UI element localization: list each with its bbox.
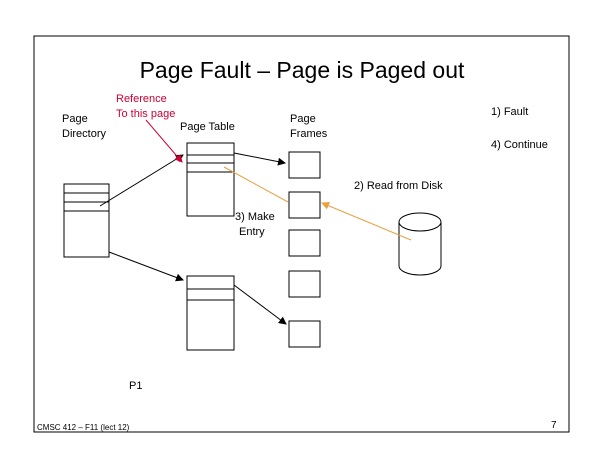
page-directory-label-line1: Page (62, 113, 88, 125)
page-frames (288, 151, 321, 348)
reference-label-line1: Reference (116, 93, 167, 105)
slide-title: Page Fault – Page is Paged out (140, 57, 465, 83)
step-make-entry-line2: Entry (239, 226, 265, 238)
reference-label-line2: To this page (116, 108, 175, 120)
slide-number: 7 (551, 420, 557, 431)
arrow-table-bottom-to-frame-5 (233, 284, 287, 325)
page-frame-3 (288, 229, 321, 257)
arrow-reference (145, 119, 183, 163)
line-frame-to-table-entry (223, 166, 289, 203)
arrow-directory-to-table-bottom (108, 251, 184, 282)
arrow-table-top-to-frame-1 (233, 152, 286, 166)
page-frame-5 (288, 320, 321, 348)
slide-border (33, 35, 570, 433)
page-table-top (186, 142, 235, 217)
page-table-bottom (186, 275, 235, 351)
page-frames-label-line2: Frames (290, 128, 328, 140)
page-directory-label-line2: Directory (62, 128, 107, 140)
page-frame-1 (288, 151, 321, 179)
page-frame-2 (288, 191, 321, 219)
process-label: P1 (129, 380, 142, 392)
page-frames-label-line1: Page (290, 113, 316, 125)
step-fault: 1) Fault (491, 106, 528, 118)
step-read-from-disk: 2) Read from Disk (354, 180, 443, 192)
footer-course: CMSC 412 – F11 (lect 12) (37, 423, 130, 432)
arrow-disk-to-frame (321, 201, 412, 241)
page-table-label: Page Table (180, 121, 235, 133)
page-directory (63, 183, 110, 258)
arrow-directory-to-table-top (99, 154, 184, 207)
step-continue: 4) Continue (491, 139, 548, 151)
disk-icon (398, 212, 442, 276)
page-frame-4 (288, 270, 321, 298)
step-make-entry-line1: 3) Make (235, 211, 275, 223)
